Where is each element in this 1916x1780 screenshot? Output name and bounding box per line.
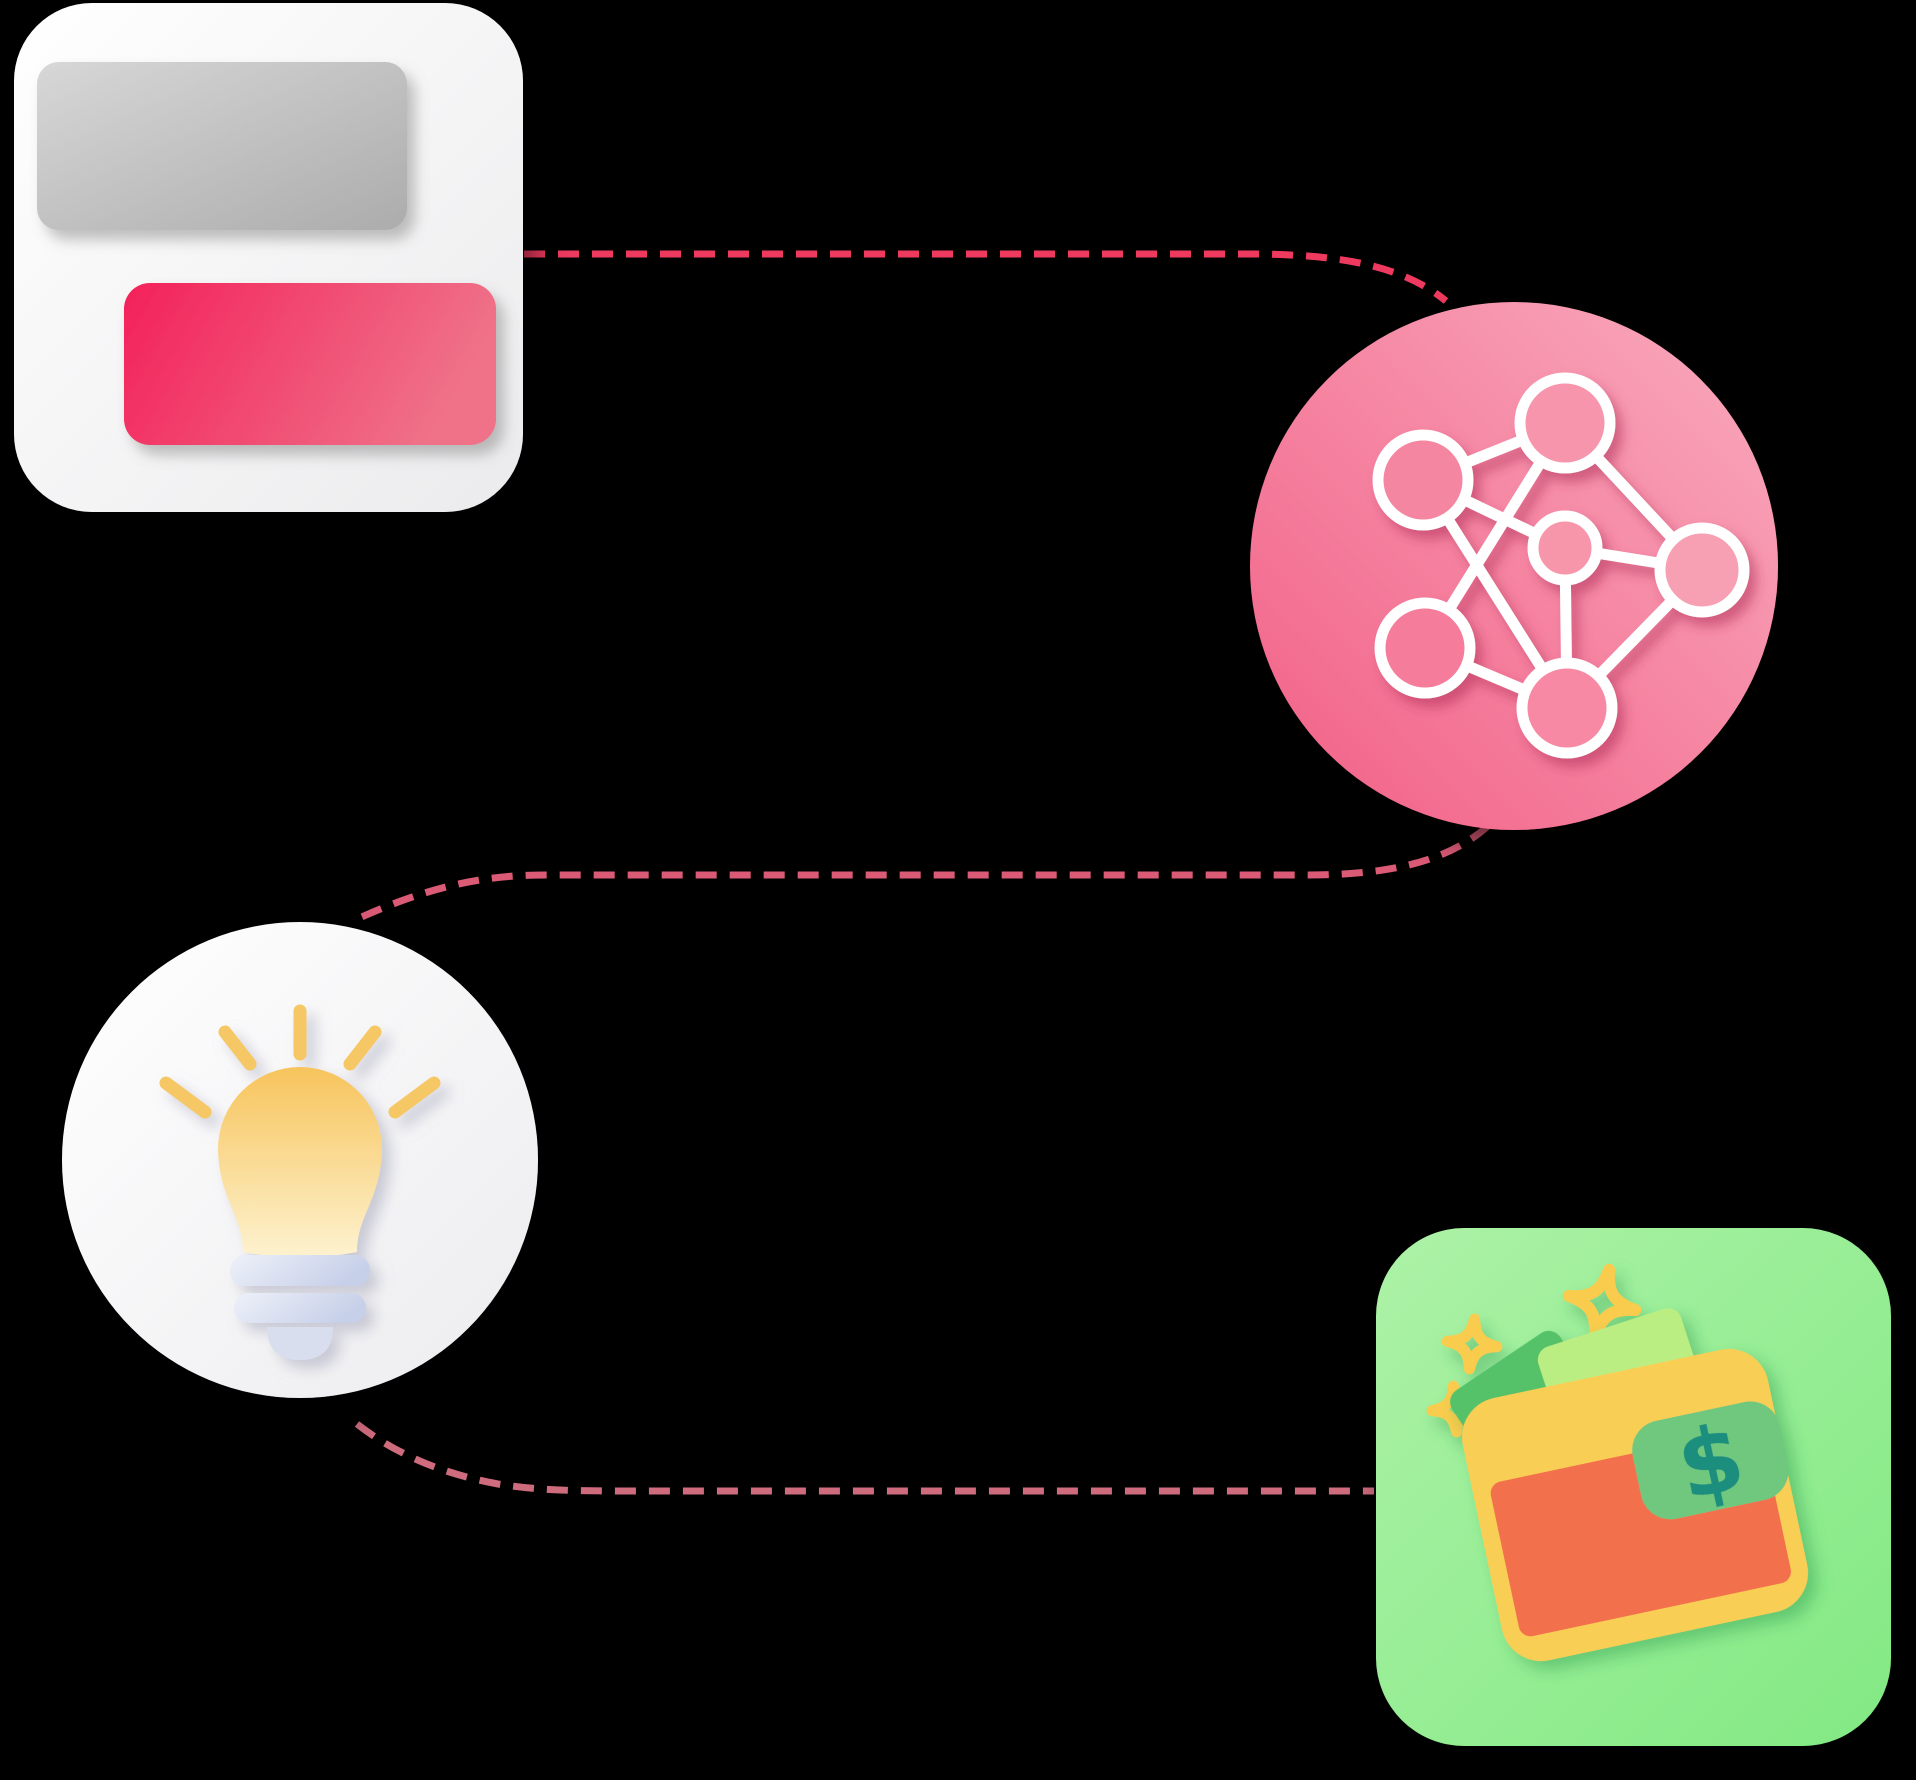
ui-card-node [14, 3, 523, 512]
network-node [1250, 302, 1778, 830]
idea-node [62, 922, 538, 1398]
bulb-ray [159, 1076, 212, 1119]
network-node-dot [1516, 657, 1618, 759]
sparkle-star-icon [1441, 1313, 1503, 1375]
bulb-base-bar [234, 1293, 366, 1323]
network-circle-background [1250, 302, 1778, 830]
connector-card-to-network [524, 250, 1449, 304]
network-node-dot [1372, 429, 1474, 531]
reward-node: $ [1376, 1228, 1891, 1746]
network-node-dot [1654, 522, 1750, 618]
wallet-money-icon: $ [1450, 1308, 1809, 1662]
bulb-glass [218, 1067, 382, 1258]
neural-network-icon [1372, 372, 1750, 759]
bulb-ray [343, 1025, 382, 1071]
bulb-ray [388, 1076, 441, 1119]
network-node-dot [1514, 372, 1616, 474]
network-node-dot [1374, 597, 1476, 699]
skeleton-bar-gray [37, 62, 407, 230]
bulb-base-cap [267, 1327, 333, 1360]
bulb-base-bar [230, 1255, 370, 1286]
connector-network-to-idea [355, 823, 1491, 923]
network-node-dot [1527, 510, 1603, 586]
connector-idea-to-reward [354, 1421, 1374, 1495]
skeleton-bar-pink [124, 283, 496, 445]
lightbulb-icon [159, 1004, 441, 1360]
bulb-ray [218, 1025, 257, 1071]
bulb-rays [159, 1004, 441, 1119]
wallet-clasp [1632, 1401, 1789, 1520]
